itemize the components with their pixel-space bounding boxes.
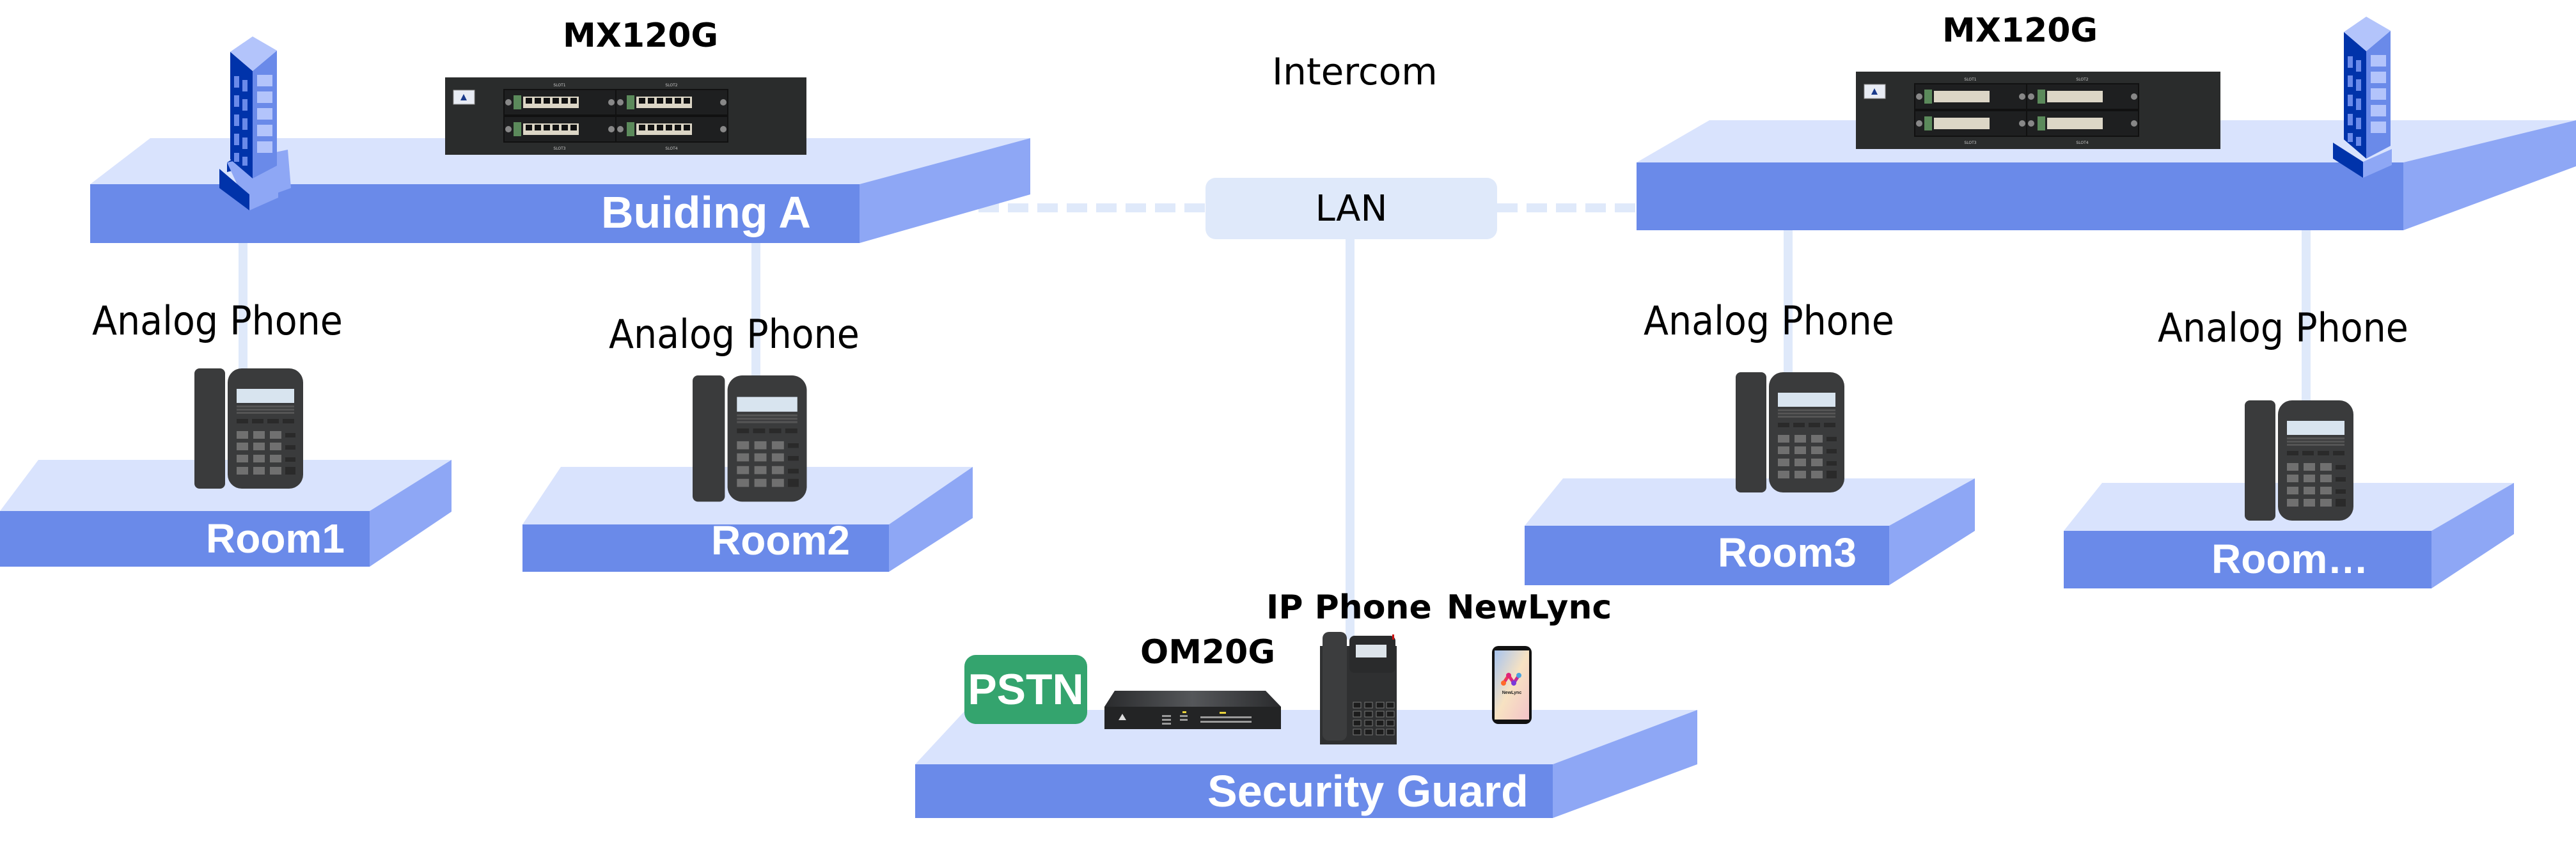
slot1-label: SLOT1 <box>553 83 565 88</box>
slot3-label: SLOT3 <box>553 146 565 151</box>
lan-node[interactable]: LAN <box>1206 178 1497 239</box>
slot3-label: SLOT3 <box>1964 141 1976 145</box>
ip-phone-label: IP Phone <box>1266 588 1432 627</box>
slab-side <box>2403 120 2576 230</box>
newlync-label: NewLync <box>1447 588 1612 627</box>
room3-label: Room3 <box>1718 530 1857 576</box>
slab-front <box>90 184 860 243</box>
office-building-icon <box>219 36 291 210</box>
slab-room3 <box>1525 478 1975 585</box>
slot1-label: SLOT1 <box>1964 77 1976 82</box>
office-building-icon <box>2333 17 2392 178</box>
mx120g-gateway-a: SLOT1 SLOT2 SLOT3 SLOT4 <box>445 77 806 155</box>
security-guard-label: Security Guard <box>1207 766 1528 816</box>
analog-phone-icon <box>2245 400 2353 521</box>
connections <box>239 203 2311 640</box>
slot2-label: SLOT2 <box>2076 77 2088 82</box>
room1-device-label: Analog Phone <box>92 297 343 344</box>
mx120g-label-b: MX120G <box>1942 12 2098 50</box>
ip-phone-icon <box>1320 632 1397 744</box>
analog-phone-icon <box>194 368 303 489</box>
pstn-badge: PSTN <box>964 655 1087 724</box>
pstn-label: PSTN <box>968 665 1084 714</box>
room-more-label: Room… <box>2211 536 2369 582</box>
slab-room1 <box>0 460 452 567</box>
building-a-label: Buiding A <box>601 187 811 237</box>
analog-phone-icon <box>1736 372 1844 492</box>
newlync-logo-icon <box>1501 672 1521 686</box>
analog-phone-icon <box>693 375 807 502</box>
diagram-title: Intercom <box>1272 50 1438 93</box>
slot4-label: SLOT4 <box>2076 141 2088 145</box>
om20g-label: OM20G <box>1140 633 1275 672</box>
room3-device-label: Analog Phone <box>1644 297 1894 344</box>
room1-label: Room1 <box>206 516 345 562</box>
om20g-gateway-icon <box>1104 691 1281 729</box>
room2-device-label: Analog Phone <box>609 311 860 358</box>
newlync-smartphone-icon: NewLync <box>1492 646 1532 724</box>
room-more-device-label: Analog Phone <box>2158 304 2408 351</box>
slab-side <box>860 138 1030 243</box>
slot2-label: SLOT2 <box>665 83 677 88</box>
slab-front <box>1637 162 2403 230</box>
mx120g-gateway-b: SLOT1 SLOT2 SLOT3 SLOT4 <box>1856 72 2220 149</box>
mx120g-label-a: MX120G <box>563 17 719 55</box>
slot4-label: SLOT4 <box>665 146 677 151</box>
newlync-app-name: NewLync <box>1502 691 1522 695</box>
room2-label: Room2 <box>711 517 850 563</box>
lan-label: LAN <box>1315 187 1388 230</box>
